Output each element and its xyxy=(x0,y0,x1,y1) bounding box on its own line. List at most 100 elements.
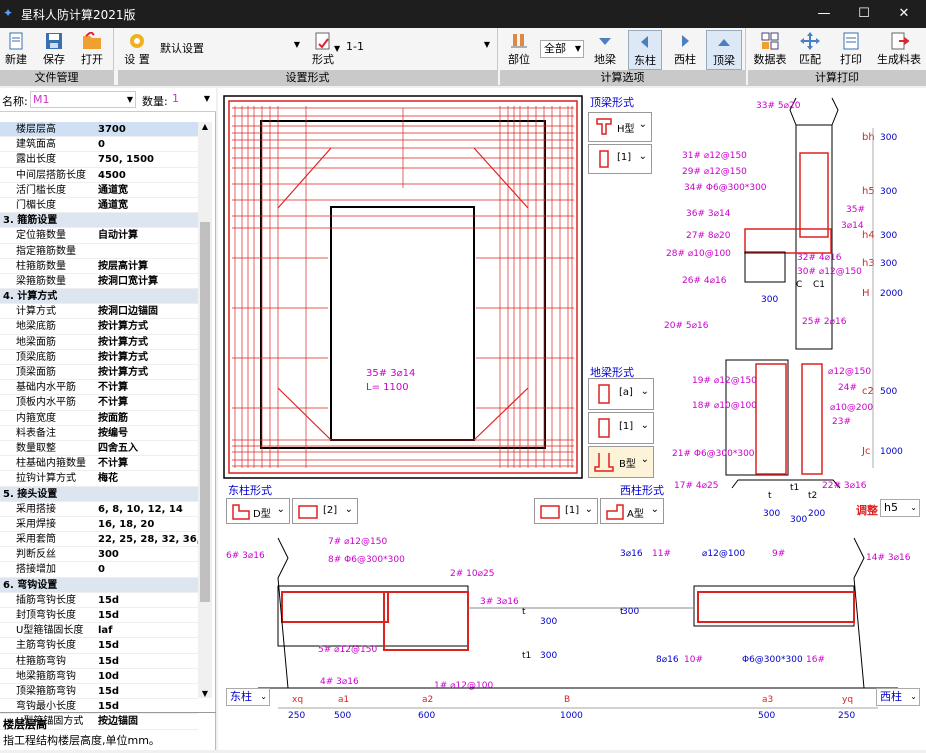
property-row[interactable]: 顶梁底筋按计算方式 xyxy=(0,350,198,365)
a-type-icon xyxy=(606,504,624,520)
property-row[interactable]: 柱基础内箍数量不计算 xyxy=(0,456,198,472)
xizhu-button[interactable]: 西柱 xyxy=(670,30,700,67)
property-section-header[interactable]: 3. 箍筋设置 xyxy=(0,213,198,229)
scroll-down-icon[interactable]: ▼ xyxy=(201,689,209,698)
xizhu-type-select[interactable]: A型 ⌄ xyxy=(600,498,664,524)
datatable-button[interactable]: 数据表 xyxy=(750,30,790,67)
match-button[interactable]: 匹配 xyxy=(792,30,828,67)
property-row[interactable]: U型箍锚固方式按边锚固 xyxy=(0,714,198,730)
property-row[interactable]: 地梁面筋按计算方式 xyxy=(0,335,198,350)
settings-button[interactable]: 设 置 xyxy=(122,30,152,67)
minimize-button[interactable]: — xyxy=(817,6,831,21)
diliang-caption: 地梁形式 xyxy=(590,366,634,379)
dongzhu-type-select[interactable]: D型 ⌄ xyxy=(226,498,290,524)
form-button[interactable]: 形式 xyxy=(306,30,340,67)
dim-value: 500 xyxy=(334,711,351,721)
dim-value: 300 xyxy=(761,295,778,305)
dingliang-button[interactable]: 顶梁 xyxy=(706,30,742,70)
diliang-1-select[interactable]: [1] ⌄ xyxy=(588,412,654,444)
property-value: 梅花 xyxy=(98,473,118,485)
chevron-down-icon: ▼ xyxy=(483,40,490,49)
property-section-header[interactable]: 4. 计算方式 xyxy=(0,289,198,305)
property-row[interactable]: 基础内水平筋不计算 xyxy=(0,380,198,396)
property-row[interactable]: 柱箍筋数量按层高计算 xyxy=(0,259,198,274)
save-button[interactable]: 保存 xyxy=(40,30,68,67)
dongzhu-num-select[interactable]: [2] ⌄ xyxy=(292,498,358,524)
section-label: 34# Φ6@300*300 xyxy=(684,183,767,193)
property-row[interactable]: 活门槛长度通道宽 xyxy=(0,183,198,198)
new-button[interactable]: 新建 xyxy=(2,30,30,67)
default-settings-select[interactable]: 默认设置 ▼ xyxy=(160,40,300,56)
dim-value: 1000 xyxy=(560,711,583,721)
property-row[interactable]: 指定箍筋数量 xyxy=(0,244,198,259)
property-row[interactable]: 内箍宽度按面筋 xyxy=(0,411,198,426)
property-section-header[interactable]: 6. 弯钩设置 xyxy=(0,577,198,593)
property-row[interactable]: 定位箍数量自动计算 xyxy=(0,228,198,244)
beam-label: 10# xyxy=(684,655,703,665)
property-row[interactable]: 料表备注按编号 xyxy=(0,426,198,441)
property-row[interactable]: 门楣长度通道宽 xyxy=(0,198,198,214)
form-label: 形式 xyxy=(312,53,334,66)
xizhu-num-select[interactable]: [1] ⌄ xyxy=(534,498,598,524)
dingliang-type-select[interactable]: H型 ⌄ xyxy=(588,112,652,142)
part-button[interactable]: 部位 xyxy=(504,30,534,67)
dongzhu-label: 东柱 xyxy=(634,54,656,67)
property-scrollbar[interactable]: ▲ ▼ xyxy=(198,122,212,698)
name-select[interactable]: M1 ▼ xyxy=(30,91,136,108)
qty-select[interactable]: 1 ▼ xyxy=(172,91,212,108)
dim-value: 300 xyxy=(880,187,897,197)
dingliang-num-select[interactable]: [1] ⌄ xyxy=(588,144,652,174)
property-row[interactable]: 梁箍筋数量按洞口宽计算 xyxy=(0,274,198,290)
scroll-thumb[interactable] xyxy=(200,222,210,602)
property-section-header[interactable]: 5. 接头设置 xyxy=(0,486,198,502)
scope-select[interactable]: 全部 ▼ xyxy=(540,40,584,58)
diliang-button[interactable]: 地梁 xyxy=(590,30,620,67)
property-row[interactable]: 顶梁面筋按计算方式 xyxy=(0,365,198,381)
east-select[interactable]: 东柱 ⌄ xyxy=(226,688,270,706)
adjust-select[interactable]: h5 ⌄ xyxy=(880,499,920,517)
open-button[interactable]: 打开 xyxy=(78,30,106,67)
property-row[interactable]: 计算方式按洞口边锚固 xyxy=(0,304,198,320)
property-row[interactable]: 数量取整四舍五入 xyxy=(0,441,198,457)
section-label: 18# ⌀10@100 xyxy=(692,401,757,411)
west-select[interactable]: 西柱 ⌄ xyxy=(876,688,920,706)
property-key: 料表备注 xyxy=(16,427,56,439)
section-label: 25# 2⌀16 xyxy=(802,317,847,327)
close-button[interactable]: ✕ xyxy=(898,6,910,21)
section-label: 33# 5⌀20 xyxy=(756,101,801,111)
property-key: 弯钩最小长度 xyxy=(16,701,76,713)
property-row[interactable]: 拉钩计算方式梅花 xyxy=(0,471,198,487)
beam-label: ⌀12@100 xyxy=(702,549,745,559)
print-button[interactable]: 打印 xyxy=(836,30,866,67)
property-key: 门楣长度 xyxy=(16,199,56,211)
generate-table-button[interactable]: 生成料表 xyxy=(874,30,924,67)
maximize-button[interactable]: ☐ xyxy=(858,6,870,21)
property-row[interactable]: 地梁底筋按计算方式 xyxy=(0,319,198,335)
diliang-a-select[interactable]: [a] ⌄ xyxy=(588,378,654,410)
property-row[interactable]: 顶板内水平筋不计算 xyxy=(0,395,198,411)
dongzhu-button[interactable]: 东柱 xyxy=(628,30,662,70)
diliang-b-select[interactable]: B型 ⌄ xyxy=(588,446,654,478)
scroll-up-icon[interactable]: ▲ xyxy=(201,122,209,131)
form-value-select[interactable]: 1-1 ▼ xyxy=(346,40,490,56)
adjust-label: 调整 xyxy=(856,504,878,517)
